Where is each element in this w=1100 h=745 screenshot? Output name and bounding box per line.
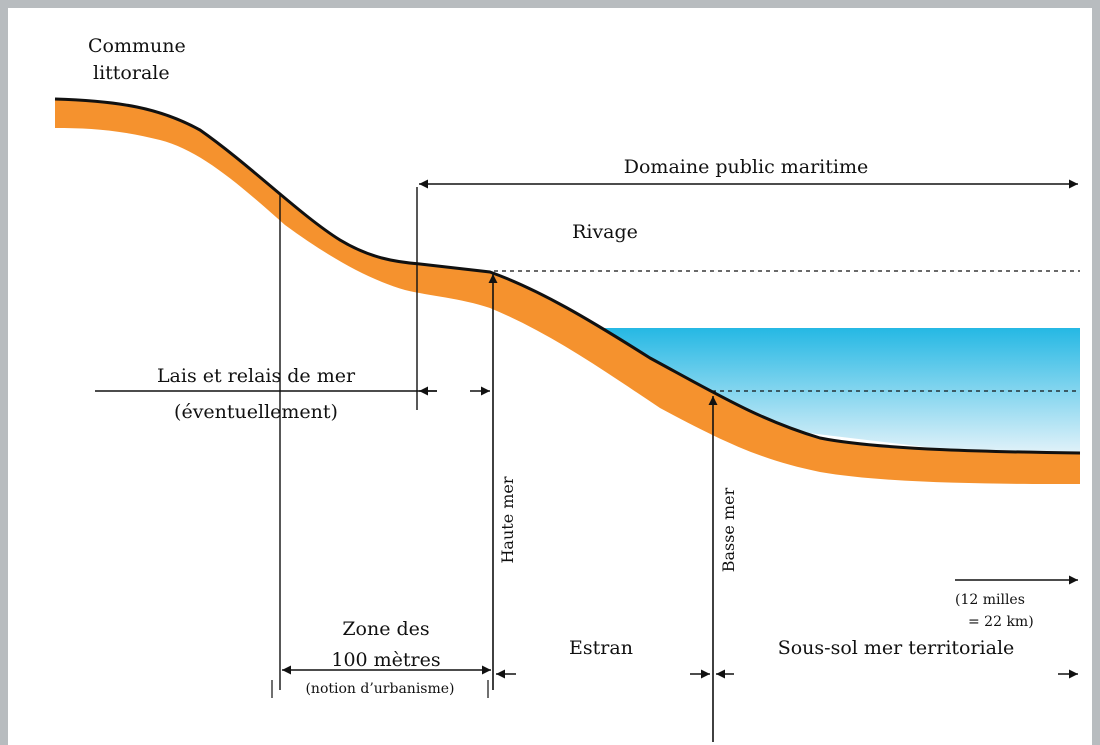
lais-label-line1: Lais et relais de mer <box>157 365 356 387</box>
sous-sol-label: Sous-sol mer territoriale <box>778 637 1015 659</box>
zone-label-line3: (notion d’urbanisme) <box>305 681 454 697</box>
zone-label-line1: Zone des <box>342 618 429 640</box>
ground-profile <box>55 99 1080 484</box>
commune-label-line2: littorale <box>93 62 170 84</box>
lais-label-line2: (éventuellement) <box>174 401 338 423</box>
estran-label: Estran <box>569 637 633 659</box>
domaine-public-label: Domaine public maritime <box>624 156 869 178</box>
commune-label-line1: Commune <box>88 35 186 57</box>
basse-mer-label: Basse mer <box>719 487 738 572</box>
rivage-label: Rivage <box>572 221 638 243</box>
sea-area <box>598 328 1080 452</box>
haute-mer-label: Haute mer <box>498 476 517 563</box>
zone-label-line2: 100 mètres <box>331 649 440 671</box>
ground-surface-line <box>54 97 1081 455</box>
milles-label-line2: = 22 km) <box>968 614 1034 630</box>
milles-label-line1: (12 milles <box>955 592 1025 608</box>
